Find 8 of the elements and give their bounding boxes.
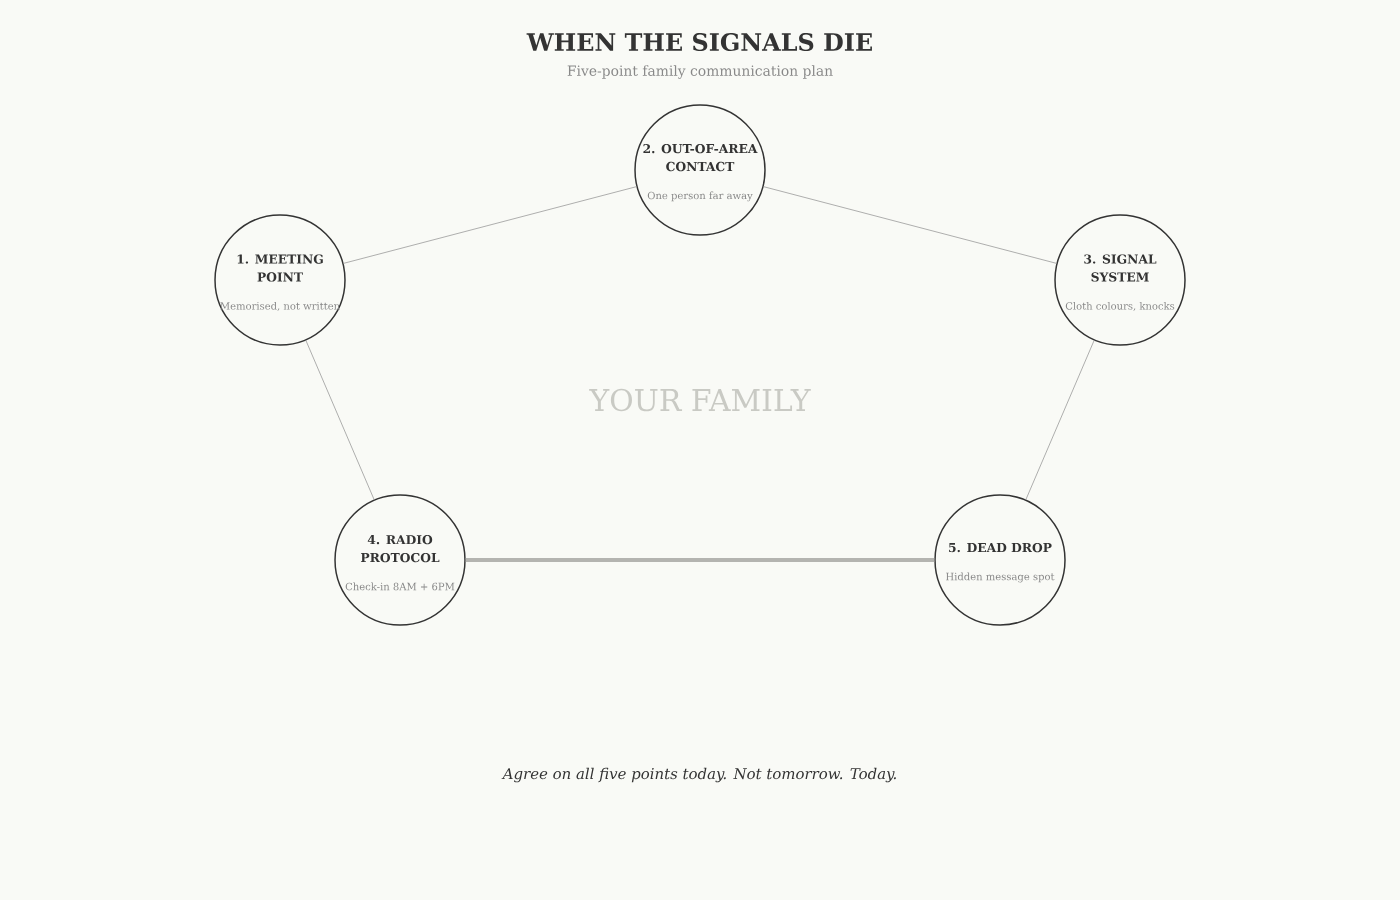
connector-line xyxy=(465,558,935,562)
connector-line xyxy=(305,340,375,500)
subtitle: Five-point family communication plan xyxy=(567,65,833,79)
connector-line xyxy=(763,186,1057,264)
connector-line xyxy=(343,186,637,264)
title: WHEN THE SIGNALS DIE xyxy=(526,33,872,52)
footer-note: Agree on all five points today. Not tomorrow. Today. xyxy=(501,767,896,783)
connector-line xyxy=(1025,340,1095,500)
